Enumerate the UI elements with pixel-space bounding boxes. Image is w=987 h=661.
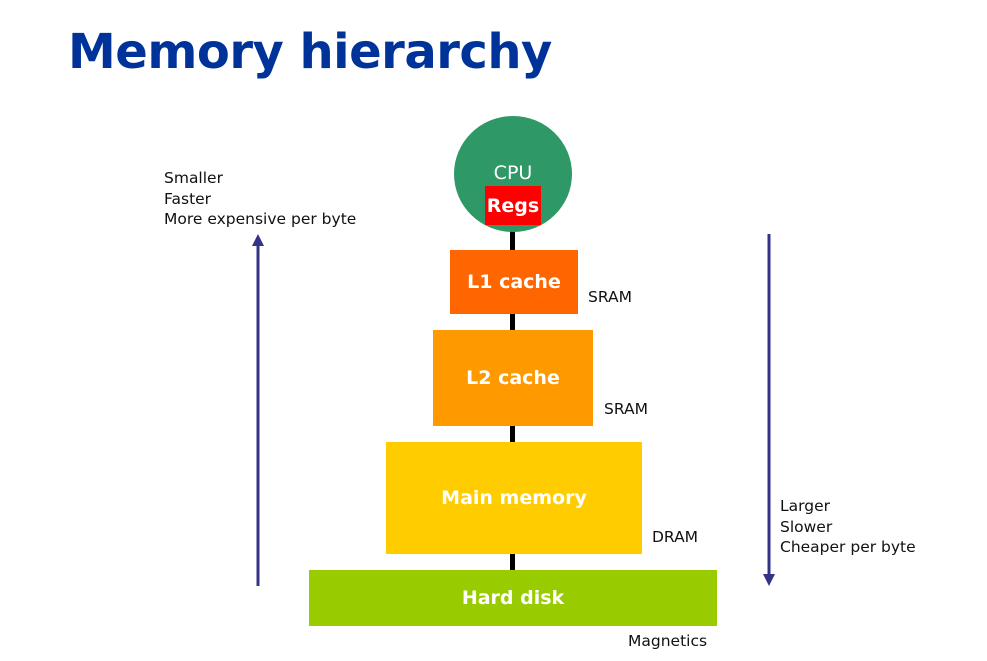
up-arrow-head <box>252 234 264 246</box>
up-note-line: Faster <box>164 189 212 208</box>
down-note-line: Slower <box>780 517 833 536</box>
cpu-label: CPU <box>493 162 533 184</box>
down-note-line: Larger <box>780 497 830 515</box>
down-note: Larger Slower Cheaper per byte <box>780 496 916 558</box>
main-memory-tech-label: DRAM <box>652 528 699 546</box>
up-note: Smaller Faster More expensive per byte <box>164 168 356 230</box>
l2-tech-label: SRAM <box>604 400 648 418</box>
hard-disk-tech-label: Magnetics <box>628 632 708 650</box>
down-arrow-head <box>763 574 775 586</box>
cpu-node: CPU <box>454 116 572 232</box>
down-note-line: Cheaper per byte <box>780 538 916 556</box>
registers-box: Regs <box>485 186 541 225</box>
slide-title: Memory hierarchy <box>68 24 552 80</box>
hard-disk-box: Hard disk <box>309 570 717 626</box>
l1-cache-box: L1 cache <box>450 250 578 314</box>
up-note-line: More expensive per byte <box>164 210 357 228</box>
l1-tech-label: SRAM <box>588 288 632 306</box>
l2-cache-box: L2 cache <box>433 330 593 426</box>
main-memory-box: Main memory <box>386 442 642 554</box>
up-note-line: Smaller <box>164 169 223 187</box>
